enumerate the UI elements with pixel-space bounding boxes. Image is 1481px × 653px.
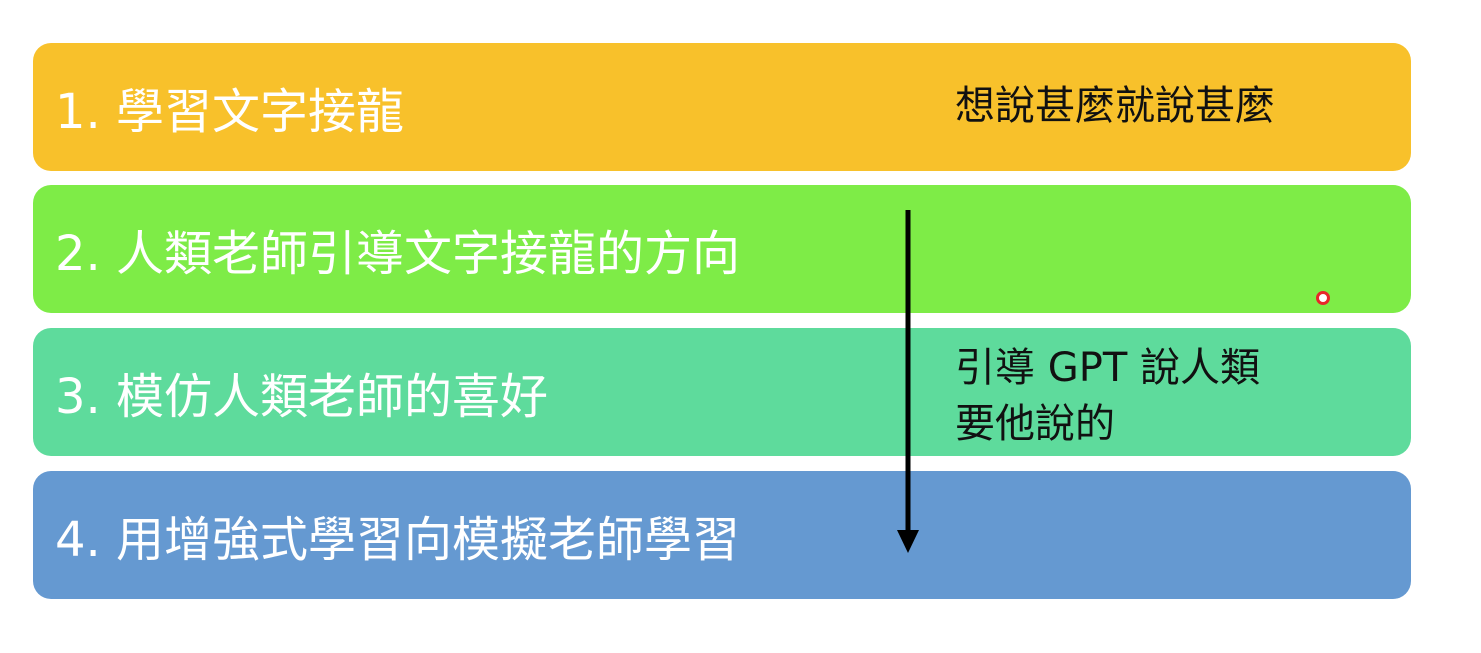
step-1-label: 1. 學習文字接龍	[55, 84, 405, 140]
note-guide-gpt: 引導 GPT 說人類 要他說的	[955, 340, 1260, 452]
note-say-anything: 想說甚麼就說甚麼	[955, 83, 1275, 129]
step-1-bar: 1. 學習文字接龍	[33, 43, 1411, 171]
pointer-cursor-icon	[1316, 291, 1330, 305]
step-3-bar: 3. 模仿人類老師的喜好	[33, 328, 1411, 456]
step-4-label: 4. 用增強式學習向模擬老師學習	[55, 512, 741, 568]
note-guide-line-2: 要他說的	[955, 401, 1115, 447]
step-2-label: 2. 人類老師引導文字接龍的方向	[55, 226, 741, 282]
step-2-bar: 2. 人類老師引導文字接龍的方向	[33, 185, 1411, 313]
step-4-bar: 4. 用增強式學習向模擬老師學習	[33, 471, 1411, 599]
step-3-label: 3. 模仿人類老師的喜好	[55, 369, 549, 425]
note-guide-line-1: 引導 GPT 說人類	[955, 345, 1260, 391]
